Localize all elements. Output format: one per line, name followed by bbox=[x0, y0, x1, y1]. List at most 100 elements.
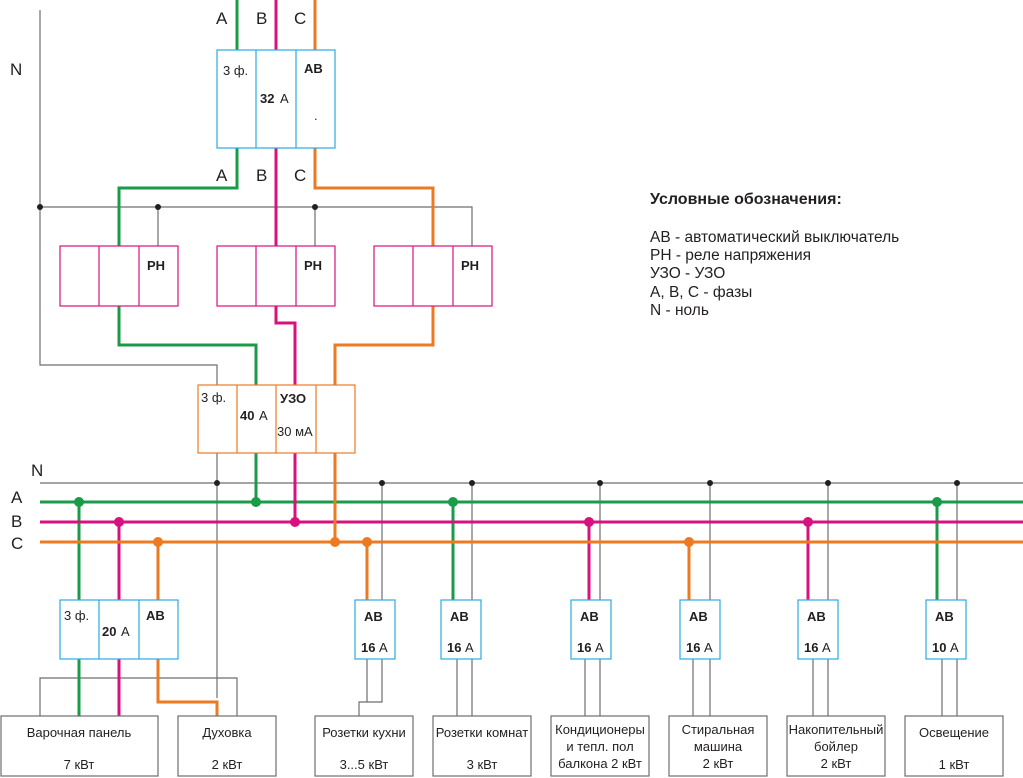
out-4 bbox=[692, 659, 711, 716]
load-8-line1: Освещение bbox=[919, 725, 989, 740]
load-3: Розетки кухни 3...5 кВт bbox=[314, 715, 414, 777]
load-2-line3: 2 кВт bbox=[212, 757, 243, 772]
breaker-4-rating-num: 16 bbox=[686, 640, 700, 655]
load-1: Варочная панель 7 кВт bbox=[0, 715, 159, 777]
stove-breaker-box bbox=[59, 599, 179, 660]
load-3-line3: 3...5 кВт bbox=[340, 757, 389, 772]
junction-n-4 bbox=[214, 480, 220, 486]
breaker-1: АВ 16 А bbox=[354, 599, 396, 660]
junction-n-7 bbox=[597, 480, 603, 486]
label-mid-c: C bbox=[294, 166, 306, 185]
load-7-line2: бойлер bbox=[814, 739, 858, 754]
breaker-3-box bbox=[570, 599, 612, 660]
breaker-5-box bbox=[797, 599, 839, 660]
breaker-3-rating-unit: А bbox=[595, 640, 604, 655]
relay-3-box bbox=[373, 245, 493, 307]
out-2 bbox=[456, 659, 473, 716]
breaker-2-rating-num: 16 bbox=[447, 640, 461, 655]
junction-a-4 bbox=[932, 497, 942, 507]
phase-c-to-rcd bbox=[333, 306, 435, 385]
junction-n-1 bbox=[37, 204, 43, 210]
breaker-2-box bbox=[440, 599, 482, 660]
load-7-line1: Накопительный bbox=[789, 722, 884, 737]
relay-1-label: РН bbox=[147, 258, 165, 273]
junction-a-1 bbox=[74, 497, 84, 507]
breaker-1-rating-unit: А bbox=[379, 640, 388, 655]
rcd-leak: 30 мА bbox=[277, 424, 313, 439]
load-5-line1: Кондиционеры bbox=[555, 722, 645, 737]
breaker-2-rating-unit: А bbox=[465, 640, 474, 655]
breaker-6-box bbox=[925, 599, 967, 660]
legend-item-3: УЗО - УЗО bbox=[650, 265, 725, 282]
breaker-1-box bbox=[354, 599, 396, 660]
relay-1: РН bbox=[59, 245, 179, 307]
legend-item-5: N - ноль bbox=[650, 302, 709, 319]
relay-3: РН bbox=[373, 245, 493, 307]
breaker-5-type: АВ bbox=[807, 609, 826, 624]
label-input-c: C bbox=[294, 9, 306, 28]
junction-c-4 bbox=[684, 537, 694, 547]
main-breaker-rating-num: 32 bbox=[260, 91, 274, 106]
out-3 bbox=[584, 659, 601, 716]
breaker-2: АВ 16 А bbox=[440, 599, 482, 660]
breaker-5: АВ 16 А bbox=[797, 599, 839, 660]
junction-n-9 bbox=[825, 480, 831, 486]
breaker-5-rating-num: 16 bbox=[804, 640, 818, 655]
load-1-box bbox=[0, 715, 159, 777]
breaker-6: АВ 10 А bbox=[925, 599, 967, 660]
stove-breaker-rating-num: 20 bbox=[102, 624, 116, 639]
junction-c-1 bbox=[153, 537, 163, 547]
main-breaker-box bbox=[216, 49, 336, 149]
breaker-4-type: АВ bbox=[689, 609, 708, 624]
rcd-rating-num: 40 bbox=[240, 408, 254, 423]
stove-breaker-rating-unit: А bbox=[121, 624, 130, 639]
junction-a-2 bbox=[251, 497, 261, 507]
out-6 bbox=[941, 659, 958, 716]
legend-item-4: А, В, С - фазы bbox=[650, 284, 752, 301]
out-5 bbox=[812, 659, 829, 716]
breaker-6-rating-num: 10 bbox=[932, 640, 946, 655]
junction-n-8 bbox=[707, 480, 713, 486]
junction-c-3 bbox=[362, 537, 372, 547]
load-5-line2: и тепл. пол bbox=[566, 739, 633, 754]
junction-n-2 bbox=[155, 204, 161, 210]
load-4: Розетки комнат 3 кВт bbox=[432, 715, 532, 777]
label-mid-a: A bbox=[216, 166, 228, 185]
load-6-line2: машина bbox=[694, 739, 743, 754]
label-bus-a: A bbox=[11, 488, 23, 507]
label-neutral-top: N bbox=[10, 60, 22, 79]
relay-2-box bbox=[216, 245, 336, 307]
load-5: Кондиционеры и тепл. пол балкона 2 кВт bbox=[550, 715, 650, 777]
load-6-line1: Стиральная bbox=[682, 722, 755, 737]
breaker-4-box bbox=[679, 599, 721, 660]
load-5-line3: балкона 2 кВт bbox=[558, 756, 642, 771]
load-4-box bbox=[432, 715, 532, 777]
load-4-line1: Розетки комнат bbox=[436, 725, 528, 740]
relay-2: РН bbox=[216, 245, 336, 307]
neutral-relay-bus bbox=[40, 206, 473, 246]
label-bus-b: B bbox=[11, 512, 22, 531]
breaker-1-type: АВ bbox=[364, 609, 383, 624]
breaker-2-type: АВ bbox=[450, 609, 469, 624]
legend-item-2: РН - реле напряжения bbox=[650, 247, 811, 264]
rcd: 3 ф. 40 А УЗО 30 мА bbox=[197, 384, 356, 454]
load-8: Освещение 1 кВт bbox=[904, 715, 1004, 777]
legend-item-1: АВ - автоматический выключатель bbox=[650, 229, 899, 246]
load-7-box bbox=[786, 715, 886, 777]
legend-title: Условные обозначения: bbox=[650, 191, 842, 208]
rcd-type: УЗО bbox=[280, 391, 306, 406]
label-input-a: A bbox=[216, 9, 228, 28]
stove-breaker: 3 ф. 20 А АВ bbox=[59, 599, 179, 660]
load-3-box bbox=[314, 715, 414, 777]
junctions bbox=[37, 204, 960, 547]
junction-b-2 bbox=[290, 517, 300, 527]
label-mid-b: B bbox=[256, 166, 267, 185]
junction-n-10 bbox=[954, 480, 960, 486]
junction-n-6 bbox=[469, 480, 475, 486]
breaker-4-rating-unit: А bbox=[704, 640, 713, 655]
main-breaker-rating-unit: А bbox=[280, 91, 289, 106]
rcd-phases: 3 ф. bbox=[201, 390, 226, 405]
phase-c-to-relay bbox=[313, 148, 435, 246]
phase-c-stove bbox=[156, 542, 219, 716]
junction-n-3 bbox=[312, 204, 318, 210]
